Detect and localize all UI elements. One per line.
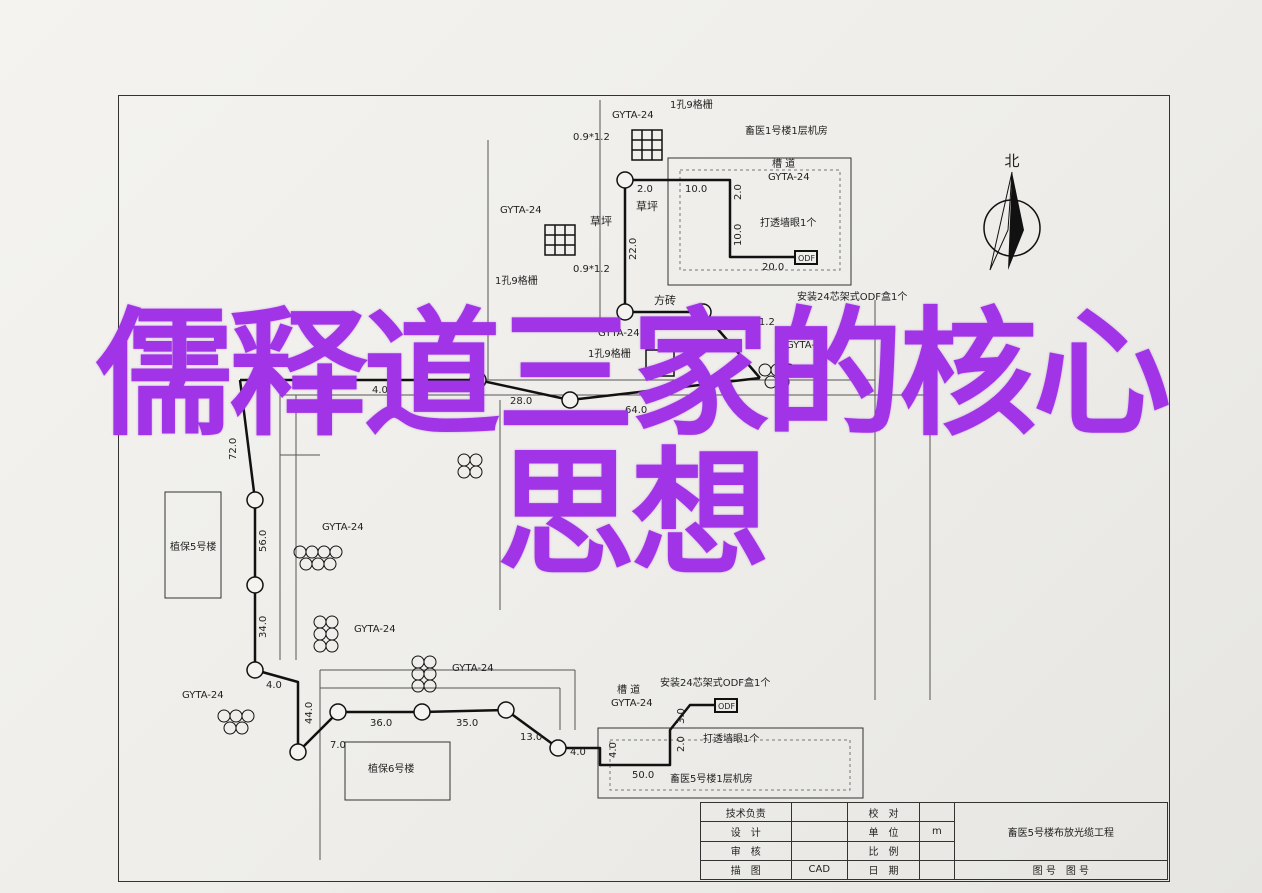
title-block: 技术负责 校 对 畜医5号楼布放光缆工程 设 计 单 位 m 审 核 比 例 描… [700, 801, 1169, 881]
cable-label-6: GYTA-24 [354, 624, 396, 635]
building-bottom-label: 植保6号楼 [368, 762, 414, 775]
cable-label-2: GYTA-24 [500, 205, 542, 216]
dim-20: 13.0 [520, 732, 542, 743]
dim-21: 4.0 [570, 747, 586, 758]
cable-label-4: GYTA-24 [786, 340, 828, 351]
tb-r1c1 [790, 821, 848, 842]
dim-17: 44.0 [304, 702, 315, 724]
tb-project: 畜医5号楼布放光缆工程 [953, 802, 1169, 861]
cable-label-5: GYTA-24 [322, 522, 364, 533]
tb-r2c1 [790, 840, 848, 861]
dim-24: 50.0 [632, 770, 654, 781]
odf-top-label: ODF [798, 254, 815, 263]
grate-label-2: 1孔9格栅 [495, 274, 538, 287]
room-top-label: 畜医1号楼1层机房 [745, 124, 828, 137]
tb-r2c2: 比 例 [846, 840, 921, 861]
tb-r1c2: 单 位 [846, 821, 921, 842]
tb-r2c3 [919, 840, 955, 861]
grate-label-1: 1孔9格栅 [670, 98, 713, 111]
tb-r3c2: 日 期 [846, 859, 921, 881]
tb-r3c3 [919, 859, 955, 881]
tb-r1c0: 设 计 [700, 821, 792, 842]
dim-7: 20.0 [762, 262, 784, 273]
dim-10: 28.0 [510, 396, 532, 407]
tb-r1c3: m [919, 821, 955, 842]
cable-label-3: GYTA-24 [598, 328, 640, 339]
grate-label-3: 1孔9格栅 [588, 347, 631, 360]
dim-9: 9.0 [653, 318, 669, 329]
odf-bottom-label: ODF [718, 702, 735, 711]
dim-22: 7.0 [330, 740, 346, 751]
dim-8: 22.0 [628, 238, 639, 260]
tb-r0c3 [919, 801, 955, 823]
area-paving: 方砖 [654, 293, 676, 307]
tb-r3c0: 描 图 [700, 859, 792, 881]
cable-label-1: GYTA-24 [612, 110, 654, 121]
north-label: 北 [1004, 152, 1019, 170]
note-bottom-wall: 打透墙眼1个 [703, 732, 759, 745]
dim-4: 10.0 [685, 184, 707, 195]
dim-19: 35.0 [456, 718, 478, 729]
dim-16: 4.0 [266, 680, 282, 691]
dim-5: 2.0 [733, 184, 744, 200]
tb-r0c1 [790, 801, 848, 823]
note-top-wall: 打透墙眼1个 [760, 216, 816, 229]
dim-2: 0.9*1.2 [738, 317, 775, 328]
dim-12: 4.0 [372, 385, 388, 396]
dim-3: 2.0 [637, 184, 653, 195]
cable-label-8: GYTA-24 [182, 690, 224, 701]
conduit-bottom-label-1: 槽 道 [617, 683, 640, 696]
dim-23: 4.0 [608, 742, 619, 758]
dim-6: 10.0 [733, 224, 744, 246]
dim-26: 2.0 [676, 736, 687, 752]
tb-r3c1: CAD [790, 859, 848, 881]
dim-0: 0.9*1.2 [573, 132, 610, 143]
tb-drawing-number: 图 号 图 号 [953, 859, 1169, 881]
tb-r0c2: 校 对 [846, 801, 921, 823]
tb-r2c0: 审 核 [700, 840, 792, 861]
tb-r0c0: 技术负责 [700, 801, 792, 823]
conduit-top-label-2: GYTA-24 [768, 172, 810, 183]
area-grass-1: 草坪 [590, 215, 612, 228]
conduit-bottom-label-2: GYTA-24 [611, 698, 653, 709]
area-grass-2: 草坪 [636, 200, 658, 213]
dim-14: 56.0 [258, 530, 269, 552]
dim-25: 3.0 [676, 708, 687, 724]
room-bottom-label: 畜医5号楼1层机房 [670, 772, 753, 785]
north-arrow-icon [983, 171, 1041, 271]
dim-15: 34.0 [258, 616, 269, 638]
note-top-odf: 安装24芯架式ODF盒1个 [797, 290, 907, 303]
dim-1: 0.9*1.2 [573, 264, 610, 275]
drawing-frame [118, 95, 1170, 882]
dim-18: 36.0 [370, 718, 392, 729]
note-bottom-odf: 安装24芯架式ODF盒1个 [660, 676, 770, 689]
cable-label-7: GYTA-24 [452, 663, 494, 674]
dim-11: 64.0 [625, 405, 647, 416]
dim-13: 72.0 [228, 438, 239, 460]
conduit-top-label-1: 槽 道 [772, 157, 795, 170]
building-left-label: 植保5号楼 [170, 540, 216, 553]
